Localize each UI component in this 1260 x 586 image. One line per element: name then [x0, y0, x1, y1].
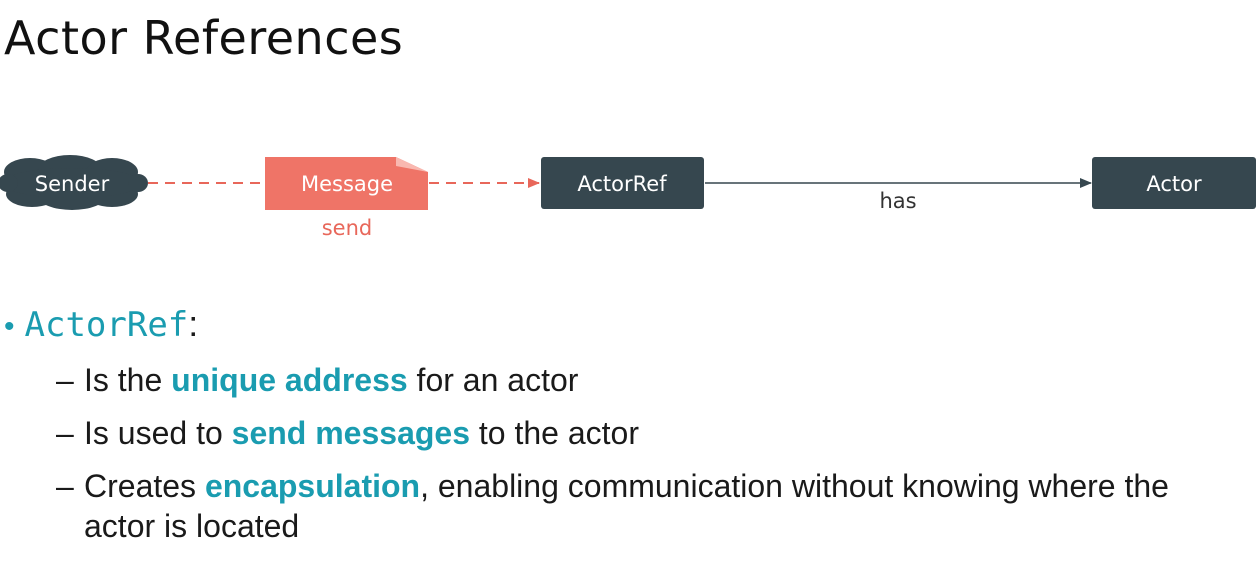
sub-item-text: , enabling communication without knowing…	[84, 468, 1169, 544]
actor-box	[1092, 157, 1256, 209]
actor-label: Actor	[1146, 172, 1202, 196]
bullet-actorref: • ActorRef:	[4, 300, 198, 351]
sub-item-dash: –	[56, 362, 74, 398]
actorref-box	[541, 157, 704, 209]
sender-cloud-shape	[0, 155, 148, 210]
bullet-dot: •	[4, 310, 15, 343]
has-label: has	[879, 189, 916, 213]
message-node: Message	[265, 157, 428, 210]
actorref-label: ActorRef	[577, 172, 667, 196]
sender-node: Sender	[0, 155, 148, 210]
send-label: send	[322, 216, 373, 240]
sub-item-unique-address: – Is the unique address for an actor	[56, 360, 1244, 400]
sub-item-dash: –	[56, 415, 74, 451]
sub-item-text: for an actor	[407, 362, 579, 398]
message-label: Message	[301, 172, 393, 196]
highlight-unique-address: unique address	[171, 362, 408, 398]
actor-node: Actor	[1092, 157, 1256, 209]
sub-item-encapsulation: – Creates encapsulation, enabling commun…	[56, 466, 1244, 546]
sub-item-dash: –	[56, 468, 74, 504]
term-colon: :	[188, 303, 199, 344]
actorref-term: ActorRef	[24, 305, 189, 345]
sub-item-text: Is used to	[84, 415, 232, 451]
sub-item-text: Is the	[84, 362, 172, 398]
message-note-shape	[265, 157, 428, 210]
sub-item-send-messages: – Is used to send messages to the actor	[56, 413, 1244, 453]
sub-item-text: Creates	[84, 468, 205, 504]
sub-item-text: to the actor	[470, 415, 639, 451]
sender-label: Sender	[35, 172, 110, 196]
message-note-fold	[396, 157, 428, 172]
highlight-encapsulation: encapsulation	[204, 468, 421, 504]
actorref-node: ActorRef	[541, 157, 704, 209]
highlight-send-messages: send messages	[231, 415, 470, 451]
slide-title: Actor References	[4, 11, 404, 65]
actor-reference-diagram: Sender Message send ActorRef has Actor	[0, 155, 1256, 240]
